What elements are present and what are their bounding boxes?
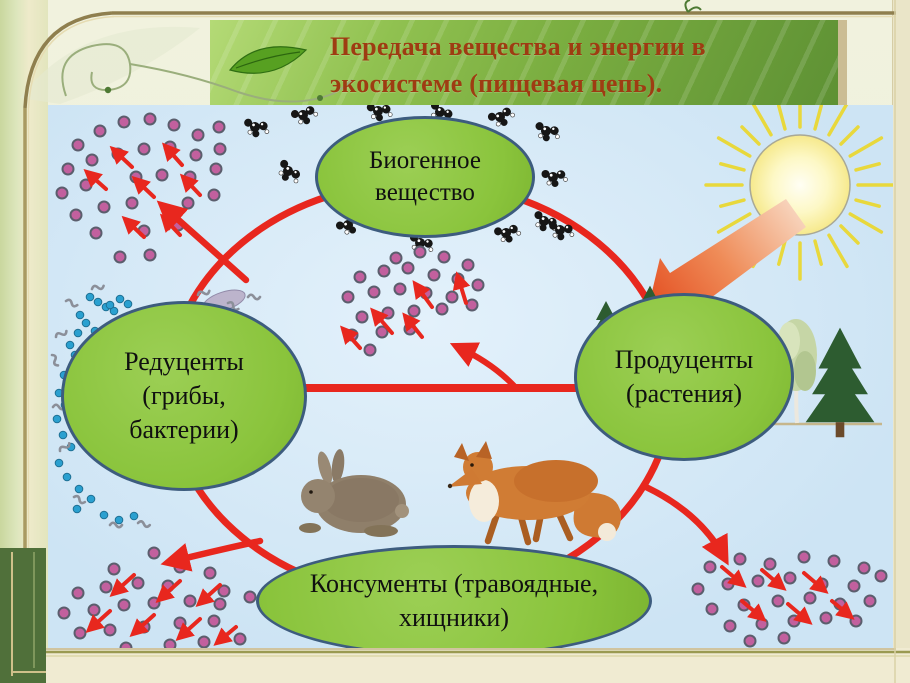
mineral-arrows-bottom-right	[720, 565, 855, 625]
diagram-canvas	[48, 105, 893, 648]
fox-icon	[447, 441, 622, 546]
slide-title-line1: Передача вещества и энергии в	[330, 32, 706, 61]
slide-title-line2: экосистеме (пищевая цепь).	[330, 69, 663, 98]
node-reducers: Редуценты (грибы, бактерии)	[61, 301, 307, 491]
node-consumers: Консументы (травоядные, хищники)	[256, 545, 652, 648]
frame-right-strip	[892, 0, 910, 683]
node-biogenic-label: Биогенное вещество	[369, 146, 481, 207]
slide-title: Передача вещества и энергии в экосистеме…	[330, 28, 706, 102]
node-consumers-label: Консументы (травоядные, хищники)	[309, 569, 599, 632]
sun-energy-arrow	[646, 199, 806, 324]
node-biogenic-matter: Биогенное вещество	[315, 116, 535, 238]
node-producers-label: Продуценты (растения)	[614, 345, 754, 408]
frame-left-strip	[0, 0, 48, 683]
cycle-branch-arrows	[156, 200, 729, 572]
rabbit-icon	[299, 449, 409, 537]
mineral-dots-center	[341, 245, 485, 357]
bacteria-dots-icon	[52, 292, 139, 525]
mineral-arrows-center	[340, 271, 471, 350]
frame-bottom-strip	[0, 648, 910, 683]
mineral-arrows-bottom-left	[85, 573, 238, 646]
node-reducers-label: Редуценты (грибы, бактерии)	[124, 347, 244, 444]
diagram-panel: Биогенное вещество Редуценты (грибы, бак…	[48, 105, 893, 648]
node-producers: Продуценты (растения)	[574, 293, 794, 461]
